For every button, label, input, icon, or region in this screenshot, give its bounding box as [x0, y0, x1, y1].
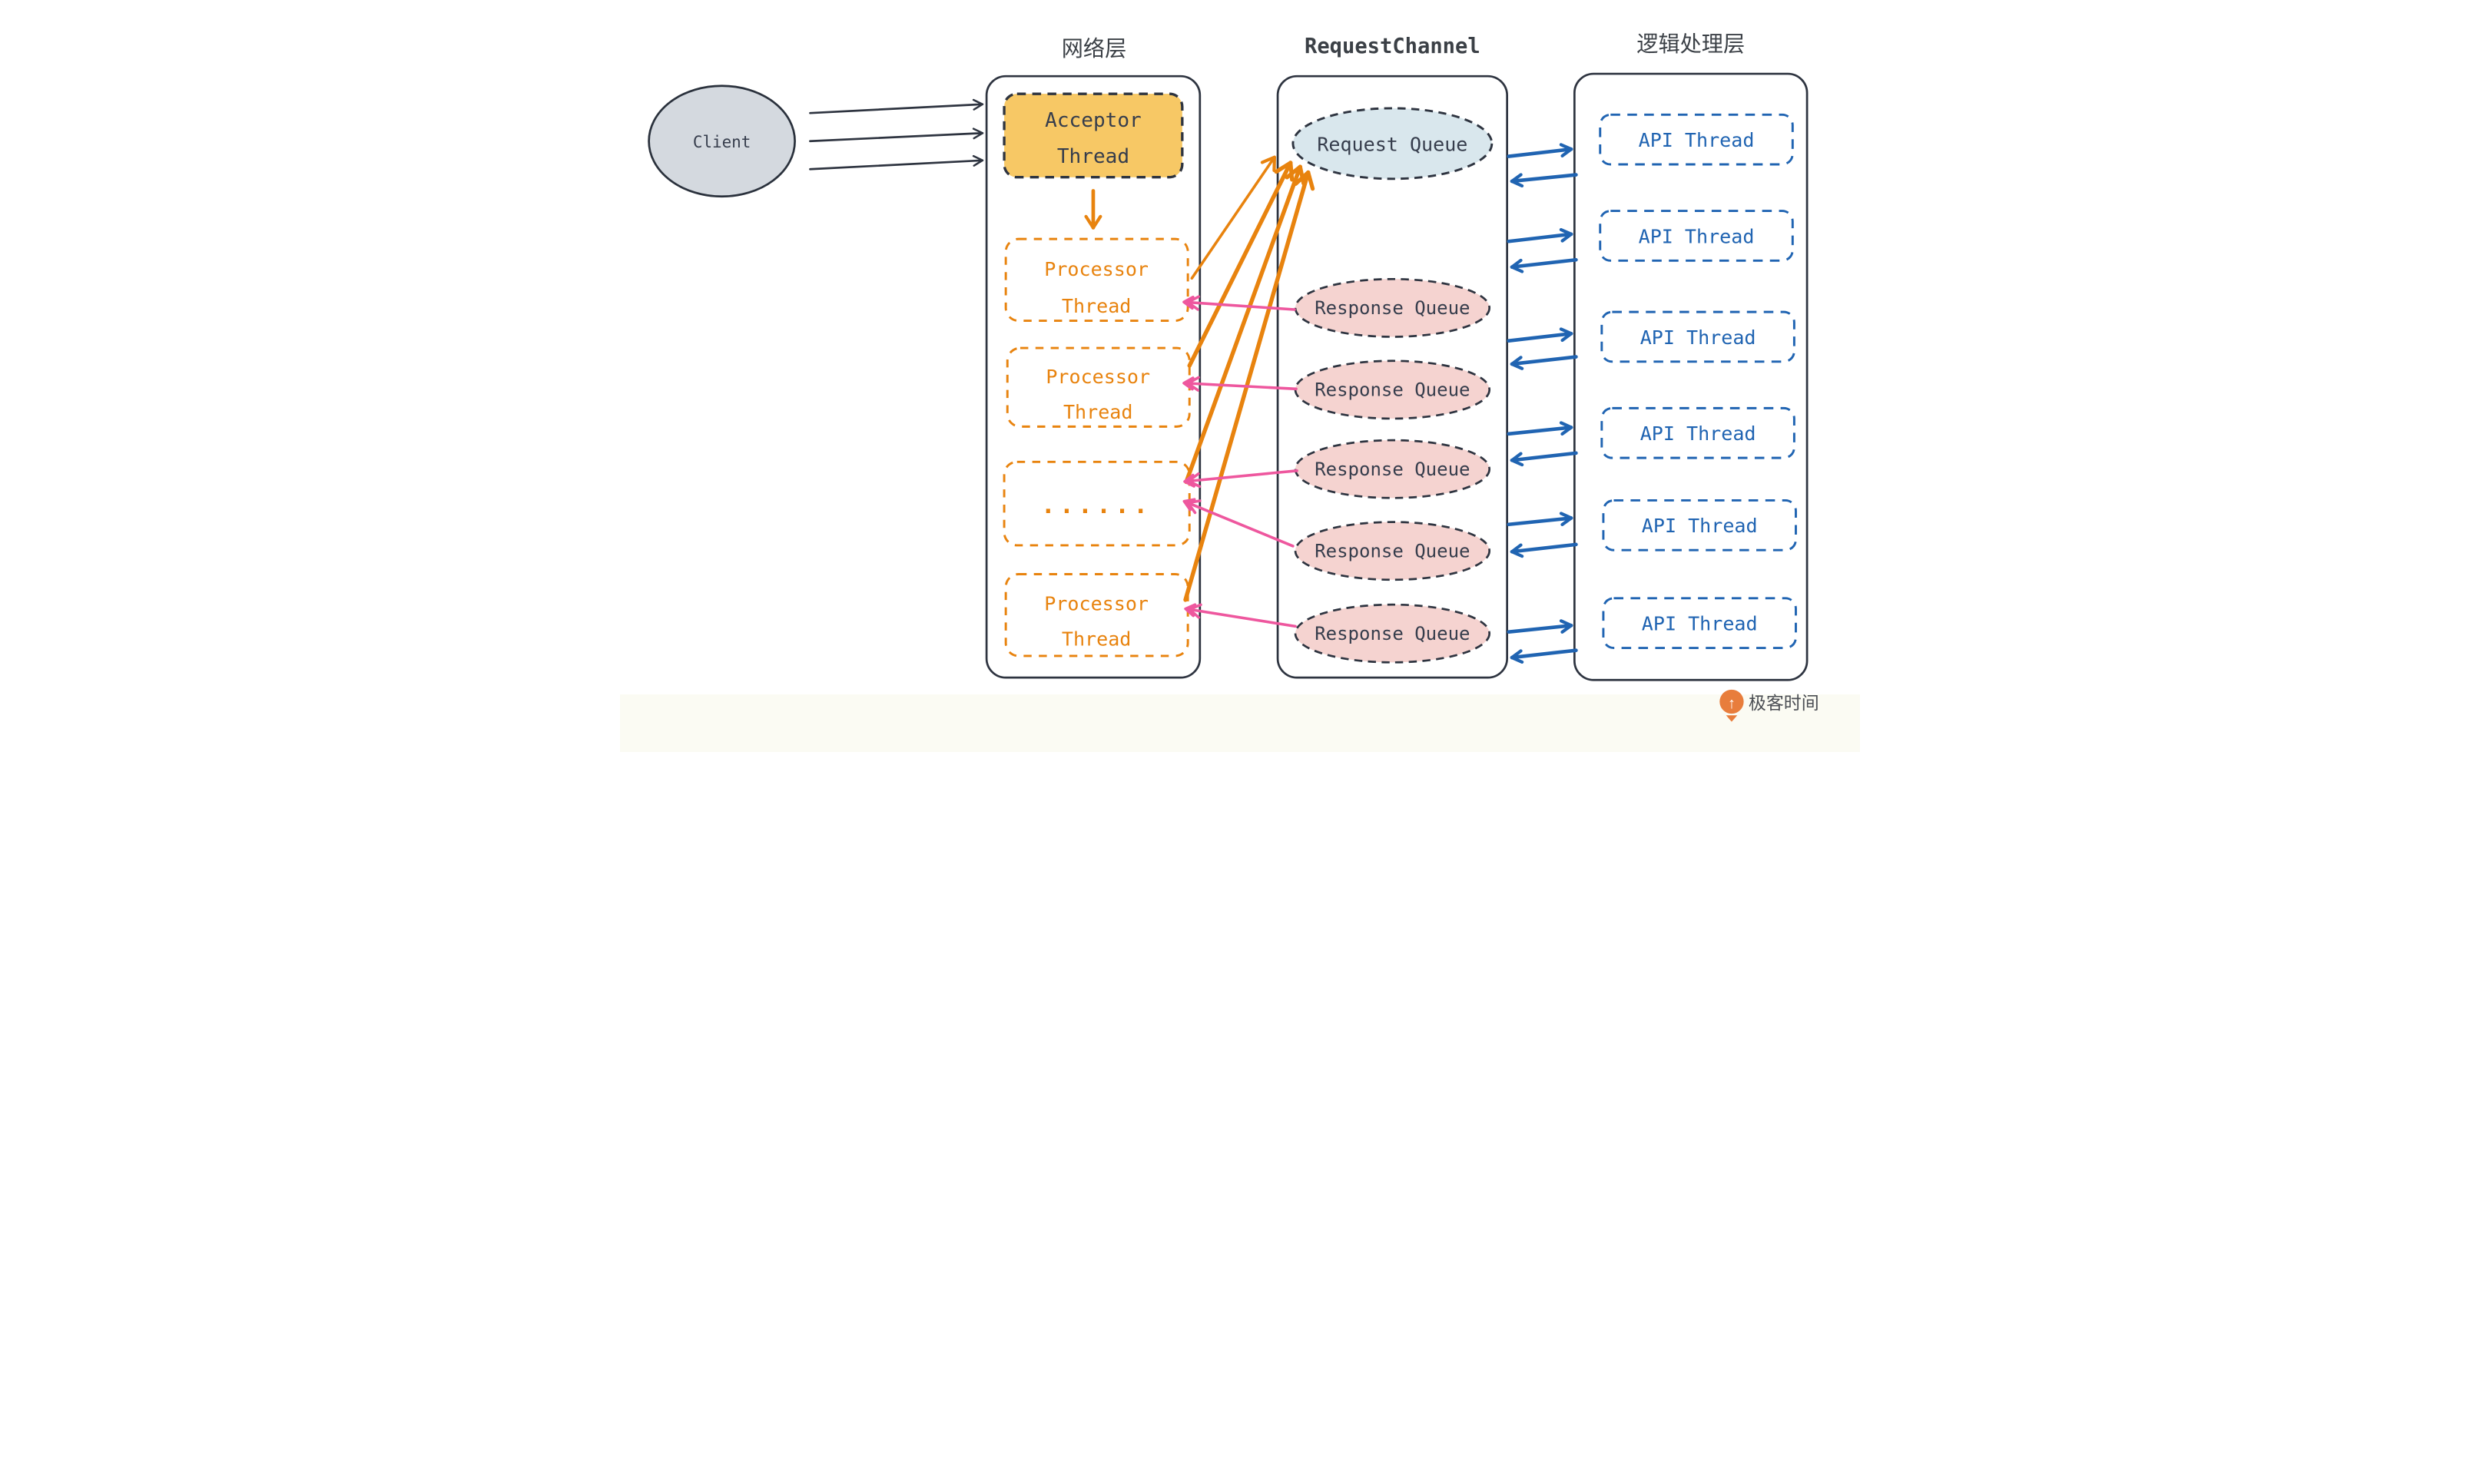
- response-queue-label-5: Response Queue: [1315, 623, 1470, 644]
- api-thread-rect-5: [1602, 499, 1797, 552]
- footer-strip: [620, 694, 1860, 753]
- processor2-label-line1: Processor: [1046, 366, 1150, 388]
- processor-to-request-queue-arrows: [1183, 155, 1315, 602]
- pink-arrow-4: [1182, 498, 1295, 548]
- geektime-logo-icon: [1719, 689, 1744, 714]
- api-thread-group: API Thread API Thread API Thread API Thr…: [1599, 113, 1797, 649]
- acceptor-label-line2: Thread: [1057, 145, 1129, 168]
- api-thread-label-4: API Thread: [1640, 422, 1756, 445]
- processor-thread-rect-1: [1004, 237, 1189, 323]
- request-queue-ellipse: [1291, 107, 1494, 181]
- api-thread-label-2: API Thread: [1639, 225, 1755, 247]
- processor3-label-line2: Thread: [1062, 628, 1131, 650]
- api-thread-rect-1: [1599, 113, 1794, 166]
- network-layer-header: 网络层: [1062, 36, 1127, 61]
- logic-layer-container: [1573, 72, 1809, 681]
- response-queue-to-processor-arrows: [1182, 295, 1298, 628]
- pink-arrow-5: [1184, 603, 1297, 628]
- logic-layer-header: 逻辑处理层: [1636, 31, 1745, 56]
- blue-arrow-right-5: [1507, 512, 1573, 527]
- api-thread-box-4: API Thread: [1600, 406, 1795, 459]
- architecture-diagram: 网络层 RequestChannel 逻辑处理层 Client Acceptor…: [620, 0, 1860, 753]
- response-queue-3: Response Queue: [1294, 439, 1491, 499]
- client-request-arrows: [809, 98, 984, 171]
- api-thread-box-2: API Thread: [1599, 210, 1794, 262]
- geektime-logo-arrow: ↑: [1728, 695, 1736, 712]
- processor-thread-group: Processor Thread Processor Thread ......…: [1003, 237, 1191, 658]
- response-queue-group: Response Queue Response Queue Response Q…: [1294, 277, 1491, 664]
- api-thread-box-3: API Thread: [1600, 310, 1795, 363]
- blue-arrow-right-3: [1507, 327, 1573, 343]
- pink-arrow-1: [1182, 295, 1296, 311]
- api-thread-box-1: API Thread: [1599, 113, 1794, 166]
- processor1-label-line1: Processor: [1044, 258, 1149, 280]
- pink-arrow-2: [1182, 376, 1298, 392]
- request-channel-header: RequestChannel: [1305, 35, 1480, 58]
- api-thread-rect-6: [1602, 597, 1797, 649]
- processor-thread-box-1: Processor Thread: [1004, 237, 1189, 323]
- api-thread-label-5: API Thread: [1642, 515, 1758, 537]
- client-label: Client: [693, 133, 751, 151]
- processor-ellipsis-box: ......: [1003, 460, 1191, 547]
- response-queue-label-4: Response Queue: [1315, 541, 1470, 562]
- processor1-label-line2: Thread: [1062, 295, 1131, 317]
- response-queue-ellipse-4: [1294, 521, 1491, 581]
- acceptor-thread-rect: [1003, 92, 1184, 179]
- api-thread-label-6: API Thread: [1642, 613, 1758, 635]
- pink-arrow-3: [1183, 469, 1298, 489]
- blue-arrow-left-2: [1510, 257, 1578, 273]
- processor2-label-line2: Thread: [1063, 401, 1132, 423]
- blue-arrow-left-5: [1510, 542, 1578, 558]
- blue-arrow-right-4: [1507, 421, 1573, 436]
- processor-ellipsis-label: ......: [1041, 492, 1152, 519]
- orange-arrow-1: [1190, 155, 1276, 280]
- client-ellipse: [648, 84, 796, 198]
- api-thread-rect-3: [1600, 310, 1795, 363]
- geektime-logo-text: 极客时间: [1749, 693, 1819, 713]
- geektime-logo: ↑ 极客时间: [1719, 689, 1819, 722]
- orange-arrow-3: [1184, 164, 1306, 485]
- channel-api-arrows: [1507, 143, 1578, 664]
- response-queue-label-1: Response Queue: [1315, 297, 1470, 319]
- blue-arrow-left-6: [1510, 648, 1578, 664]
- request-queue-label: Request Queue: [1317, 133, 1467, 155]
- request-queue: Request Queue: [1291, 107, 1494, 181]
- response-queue-ellipse-3: [1294, 439, 1491, 499]
- response-queue-ellipse-5: [1294, 603, 1491, 664]
- acceptor-label-line1: Acceptor: [1045, 109, 1142, 132]
- client-arrow-1: [809, 98, 984, 114]
- diagram-page: 网络层 RequestChannel 逻辑处理层 Client Acceptor…: [620, 0, 1860, 753]
- geektime-logo-pin-tip: [1726, 715, 1738, 722]
- response-queue-label-3: Response Queue: [1315, 459, 1470, 480]
- api-thread-rect-4: [1600, 406, 1795, 459]
- response-queue-2: Response Queue: [1294, 359, 1491, 420]
- response-queue-5: Response Queue: [1294, 603, 1491, 664]
- client-arrow-3: [809, 154, 984, 171]
- api-thread-box-5: API Thread: [1602, 499, 1797, 552]
- blue-arrow-right-2: [1507, 227, 1573, 243]
- orange-arrow-2: [1187, 161, 1295, 368]
- response-queue-4: Response Queue: [1294, 521, 1491, 581]
- acceptor-thread-box: Acceptor Thread: [1003, 92, 1184, 179]
- blue-arrow-right-1: [1507, 143, 1573, 158]
- response-queue-ellipse-1: [1294, 277, 1491, 338]
- processor-ellipsis-rect: [1003, 460, 1191, 547]
- response-queue-1: Response Queue: [1294, 277, 1491, 338]
- api-thread-label-1: API Thread: [1639, 129, 1755, 151]
- api-thread-box-6: API Thread: [1602, 597, 1797, 649]
- blue-arrow-left-1: [1510, 173, 1578, 188]
- blue-arrow-left-4: [1510, 451, 1578, 467]
- blue-arrow-right-6: [1507, 619, 1573, 634]
- api-thread-label-3: API Thread: [1640, 326, 1756, 349]
- client-arrow-2: [809, 128, 984, 143]
- api-thread-rect-2: [1599, 210, 1794, 262]
- blue-arrow-left-3: [1510, 355, 1578, 370]
- processor3-label-line1: Processor: [1044, 592, 1149, 614]
- response-queue-label-2: Response Queue: [1315, 379, 1470, 401]
